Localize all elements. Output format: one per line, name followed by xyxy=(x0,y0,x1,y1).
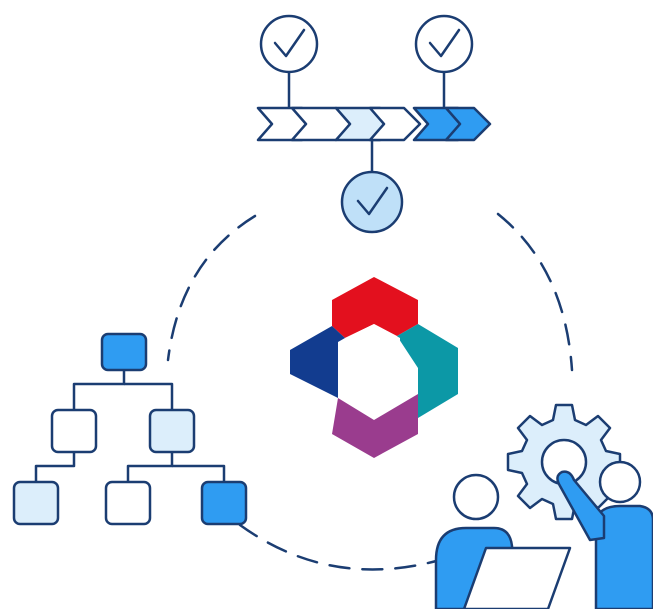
logo-hexagon-icon xyxy=(290,277,458,458)
tree-node xyxy=(104,480,152,526)
tree-node xyxy=(12,480,60,526)
dashed-arc-top-right xyxy=(496,212,574,372)
hierarchy-tree-icon xyxy=(12,332,248,526)
logo-segment-teal xyxy=(397,324,458,418)
logo-segment-blue xyxy=(290,326,345,398)
tree-node xyxy=(148,408,196,454)
dashed-cycle-connector xyxy=(166,212,574,571)
chevron-step-icon xyxy=(444,106,492,142)
workflow-process-icon xyxy=(256,14,492,234)
logo-segment-red xyxy=(332,277,418,338)
tree-node-root xyxy=(100,332,148,372)
tree-node xyxy=(200,480,248,526)
dashed-arc-bottom xyxy=(238,523,442,571)
person-head xyxy=(598,460,642,504)
chevron-step-icon xyxy=(368,106,422,142)
settings-gear-icon xyxy=(506,403,622,521)
laptop-icon xyxy=(462,546,572,609)
logo-center-hole xyxy=(345,324,412,408)
dashed-arc-top-left xyxy=(166,214,257,362)
check-circle-icon xyxy=(340,170,404,234)
tree-node xyxy=(50,408,98,454)
check-circle-icon xyxy=(259,14,319,74)
pointing-arm xyxy=(556,470,606,542)
person-head xyxy=(452,473,500,521)
logo-segment-purple xyxy=(332,394,418,458)
check-circle-icon xyxy=(414,14,474,74)
